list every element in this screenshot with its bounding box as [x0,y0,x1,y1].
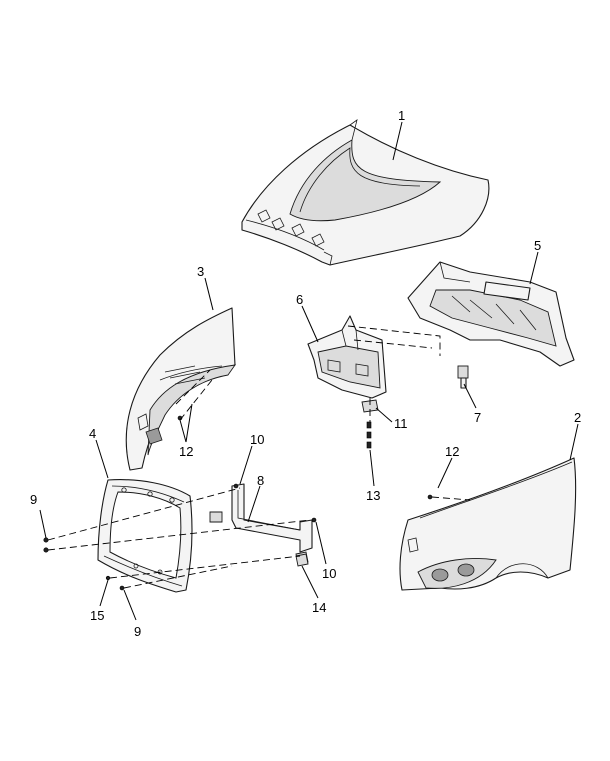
callout-4: 4 [89,426,96,441]
callout-3: 3 [197,264,204,279]
clip-part-10a[interactable] [233,483,239,489]
inner-apron-part[interactable] [407,261,575,367]
bumper-part-14[interactable] [295,553,309,567]
callout-10b: 10 [322,566,336,581]
leader-lines [39,121,579,621]
callout-2: 2 [574,410,581,425]
mounting-bracket-part[interactable] [307,315,387,399]
alignment-lines [47,325,471,589]
callout-11: 11 [394,416,408,431]
screw-part-12b[interactable] [427,494,433,500]
callout-12a: 12 [179,444,193,459]
callout-15: 15 [90,608,104,623]
bolts-part-13[interactable] [366,421,372,449]
clip-fastener-part[interactable] [457,365,469,389]
callout-6: 6 [296,292,303,307]
callout-7: 7 [474,410,481,425]
callout-9b: 9 [134,624,141,639]
right-fender-part[interactable] [399,457,577,591]
pin-part-15[interactable] [105,575,111,581]
screw-part-9b[interactable] [119,585,125,591]
hood-part[interactable] [241,119,490,266]
left-fender-part[interactable] [125,307,236,471]
support-brace-part[interactable] [209,483,313,565]
callout-10a: 10 [250,432,264,447]
callout-8: 8 [257,473,264,488]
fascia-frame-part[interactable] [97,479,193,593]
callout-9a: 9 [30,492,37,507]
clip-part-10b[interactable] [311,517,317,523]
callout-5: 5 [534,238,541,253]
callout-1: 1 [398,108,405,123]
callout-labels: 1 2 3 4 5 6 7 8 9 9 10 10 11 12 12 13 14… [30,108,581,639]
callout-12b: 12 [445,444,459,459]
screw-part-9a[interactable] [43,537,49,553]
callout-14: 14 [312,600,326,615]
callout-13: 13 [366,488,380,503]
